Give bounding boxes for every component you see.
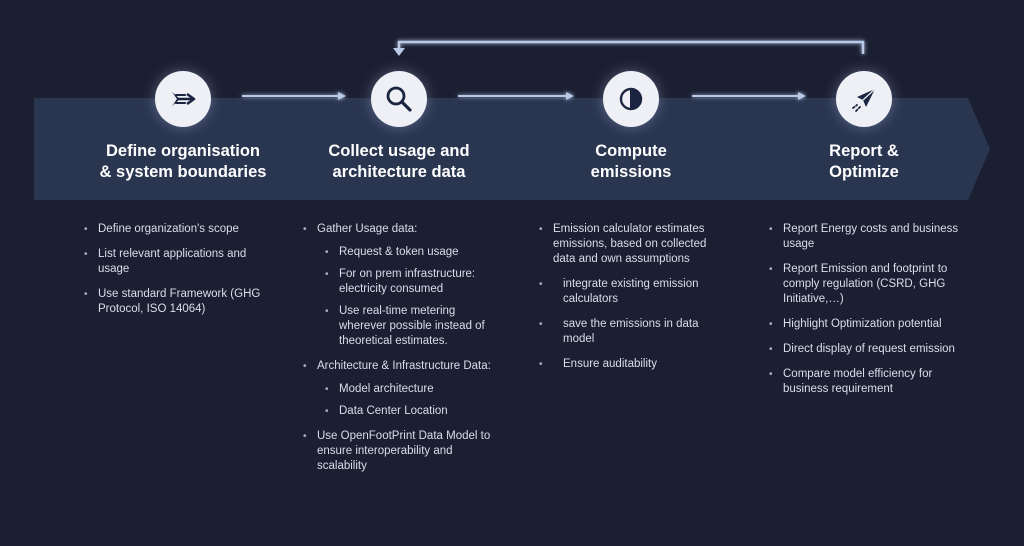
connector-arrow-3	[692, 92, 806, 100]
chevron-band	[34, 98, 990, 200]
list-item: Ensure auditability	[537, 357, 722, 372]
list-item: List relevant applications and usage	[82, 247, 272, 277]
collect-bullets: Gather Usage data: Request & token usage…	[301, 222, 501, 484]
sub-list-item: Use real-time metering wherever possible…	[301, 304, 501, 349]
report-bullets: Report Energy costs and business usage R…	[767, 222, 967, 407]
list-item: integrate existing emission calculators	[537, 277, 722, 307]
compute-bullets: Emission calculator estimates emissions,…	[537, 222, 722, 382]
magnifier-icon	[371, 71, 427, 127]
list-item: Gather Usage data: Request & token usage…	[301, 222, 501, 349]
list-item: Highlight Optimization potential	[767, 317, 967, 332]
list-item: Compare model efficiency for business re…	[767, 367, 967, 397]
sub-list-item: Request & token usage	[301, 245, 501, 260]
step-title-define: Define organisation& system boundaries	[99, 142, 267, 181]
list-item: save the emissions in data model	[537, 317, 722, 347]
list-item: Use OpenFootPrint Data Model to ensure i…	[301, 429, 501, 474]
step-title-report: Report &Optimize	[829, 142, 899, 181]
list-item: Emission calculator estimates emissions,…	[537, 222, 722, 267]
list-item: Define organization's scope	[82, 222, 272, 237]
list-item: Report Energy costs and business usage	[767, 222, 967, 252]
list-item: Use standard Framework (GHG Protocol, IS…	[82, 287, 272, 317]
plane-arrows-icon	[155, 71, 211, 127]
feedback-loop-arrow	[397, 40, 865, 54]
list-item: Direct display of request emission	[767, 342, 967, 357]
sub-list-item: Data Center Location	[301, 404, 501, 419]
half-circle-icon	[603, 71, 659, 127]
connector-arrow-1	[242, 92, 346, 100]
connector-arrow-2	[458, 92, 574, 100]
list-item: Report Emission and footprint to comply …	[767, 262, 967, 307]
paper-plane-icon	[836, 71, 892, 127]
sub-list-item: Model architecture	[301, 382, 501, 397]
sub-list-item: For on prem infrastructure: electricity …	[301, 267, 501, 297]
define-bullets: Define organization's scope List relevan…	[82, 222, 272, 327]
list-item: Architecture & Infrastructure Data: Mode…	[301, 359, 501, 419]
